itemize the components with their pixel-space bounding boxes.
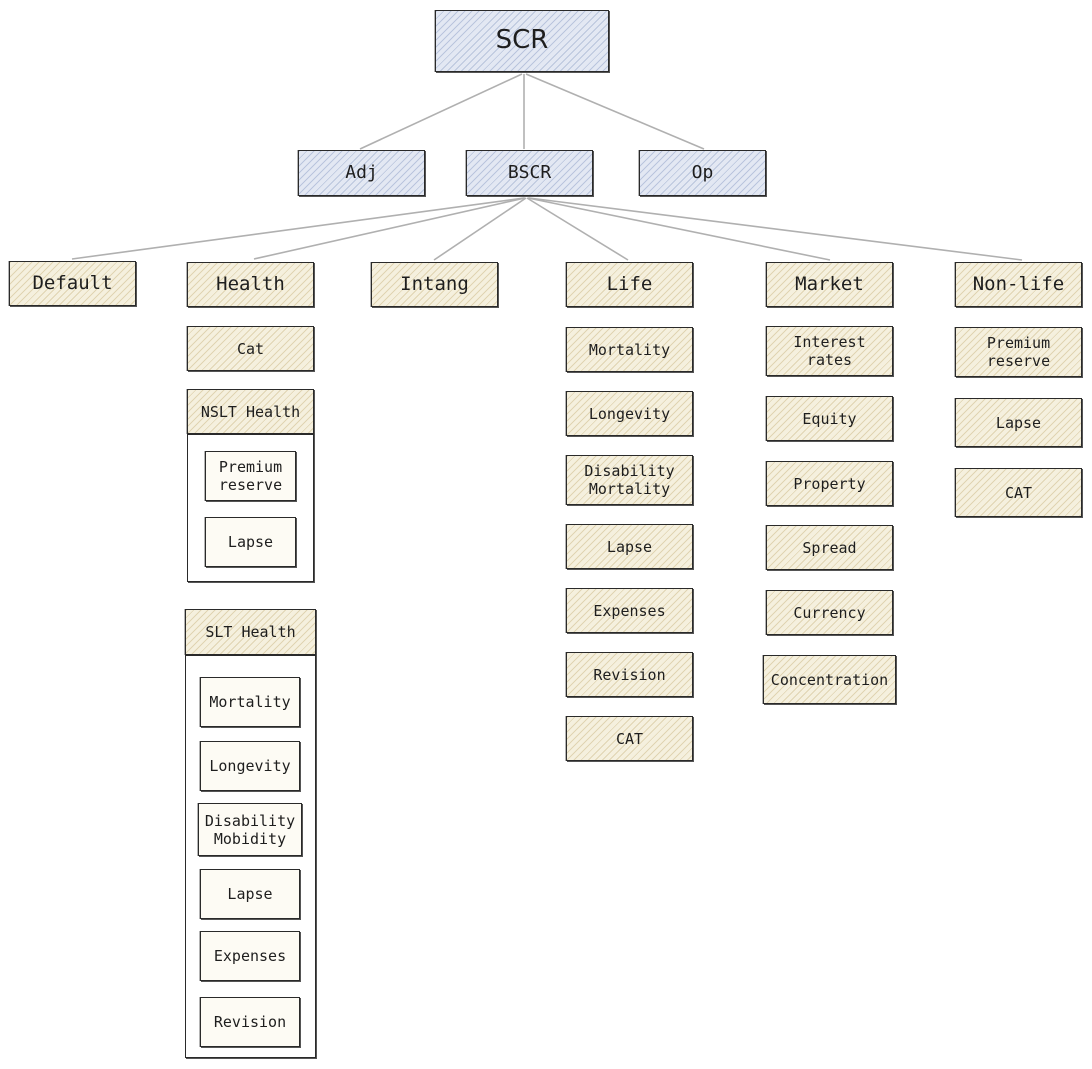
market-module: Market (766, 262, 893, 307)
scr-node: SCR (435, 10, 609, 72)
market-currency: Currency (766, 590, 893, 635)
market-equity: Equity (766, 396, 893, 441)
nslt-health-group (187, 434, 314, 582)
default-module: Default (9, 261, 136, 306)
edge-scr-adj (359, 73, 523, 150)
adj-node: Adj (298, 150, 425, 196)
nonlife-premium-reserve: Premium reserve (955, 327, 1082, 377)
market-concentration: Concentration (763, 655, 896, 704)
edge-bscr-default (71, 197, 525, 260)
slt-mortality: Mortality (200, 677, 300, 727)
slt-longevity: Longevity (200, 741, 300, 791)
life-disability-mortality: Disability Mortality (566, 455, 693, 505)
nonlife-lapse: Lapse (955, 398, 1082, 447)
life-module: Life (566, 262, 693, 307)
op-node: Op (639, 150, 766, 196)
nslt-lapse: Lapse (205, 517, 296, 567)
market-property: Property (766, 461, 893, 506)
nonlife-cat: CAT (955, 468, 1082, 517)
life-revision: Revision (566, 652, 693, 697)
slt-lapse: Lapse (200, 869, 300, 919)
edge-bscr-nonlife (528, 197, 1023, 261)
bscr-node: BSCR (466, 150, 593, 196)
life-longevity: Longevity (566, 391, 693, 436)
health-cat: Cat (187, 326, 314, 371)
slt-revision: Revision (200, 997, 300, 1047)
edge-scr-op (525, 73, 705, 150)
life-lapse: Lapse (566, 524, 693, 569)
nonlife-module: Non-life (955, 262, 1082, 307)
life-cat: CAT (566, 716, 693, 761)
slt-health-header: SLT Health (185, 609, 316, 655)
nslt-health-header: NSLT Health (187, 389, 314, 434)
edge-bscr-health (253, 197, 526, 260)
life-expenses: Expenses (566, 588, 693, 633)
edge-bscr-market (527, 197, 831, 261)
market-interest-rates: Interest rates (766, 326, 893, 376)
edge-bscr-life (526, 197, 629, 261)
slt-disability-mobidity: Disability Mobidity (198, 803, 302, 856)
market-spread: Spread (766, 525, 893, 570)
life-mortality: Mortality (566, 327, 693, 372)
health-module: Health (187, 262, 314, 307)
slt-expenses: Expenses (200, 931, 300, 981)
slt-health-group (185, 655, 316, 1058)
intang-module: Intang (371, 262, 498, 307)
edge-bscr-intang (433, 197, 527, 261)
nslt-premium-reserve: Premium reserve (205, 451, 296, 501)
